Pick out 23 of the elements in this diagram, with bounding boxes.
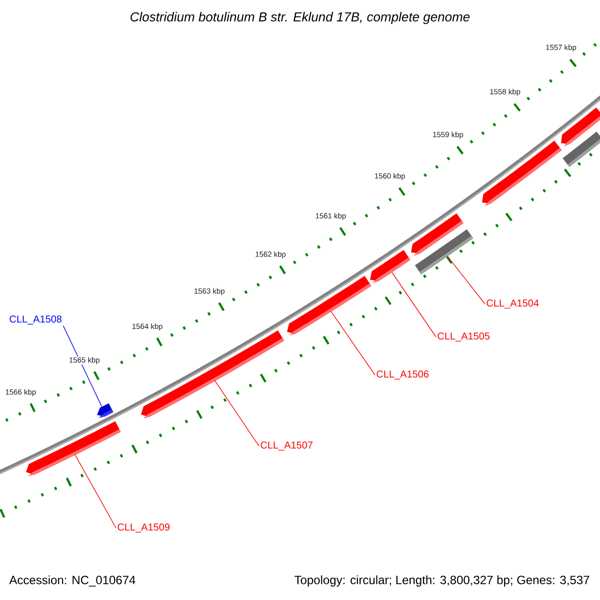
leader-line: [62, 325, 102, 407]
gene-label: CLL_A1505: [438, 332, 490, 342]
title: Clostridium botulinum B str. Eklund 17B, complete genome: [130, 12, 470, 24]
gene-feature: [370, 250, 410, 284]
leader-line: [214, 380, 260, 446]
gene-label: CLL_A1507: [260, 442, 313, 450]
gene-label: CLL_A1509: [118, 524, 170, 532]
leader-line: [74, 454, 116, 528]
gene-feature: [26, 421, 121, 476]
gene-feature: [287, 276, 372, 336]
gene-feature: [97, 403, 114, 418]
accession-text: Accession: NC_010674: [9, 575, 136, 587]
gene-label: CLL_A1506: [376, 370, 429, 380]
leader-line: [330, 311, 376, 376]
genome-info-text: Topology: circular; Length: 3,800,327 bp; Genes: 3,537: [294, 575, 590, 587]
gene-feature: [561, 107, 600, 147]
gene-label: CLL_A1508: [10, 316, 62, 324]
leader-line: [392, 272, 436, 338]
gene-label: CLL_A1504: [486, 300, 539, 308]
gene-feature: [141, 330, 284, 419]
gene-feature: [414, 229, 474, 274]
gene-feature: [482, 140, 562, 206]
leader-line: [447, 256, 486, 304]
